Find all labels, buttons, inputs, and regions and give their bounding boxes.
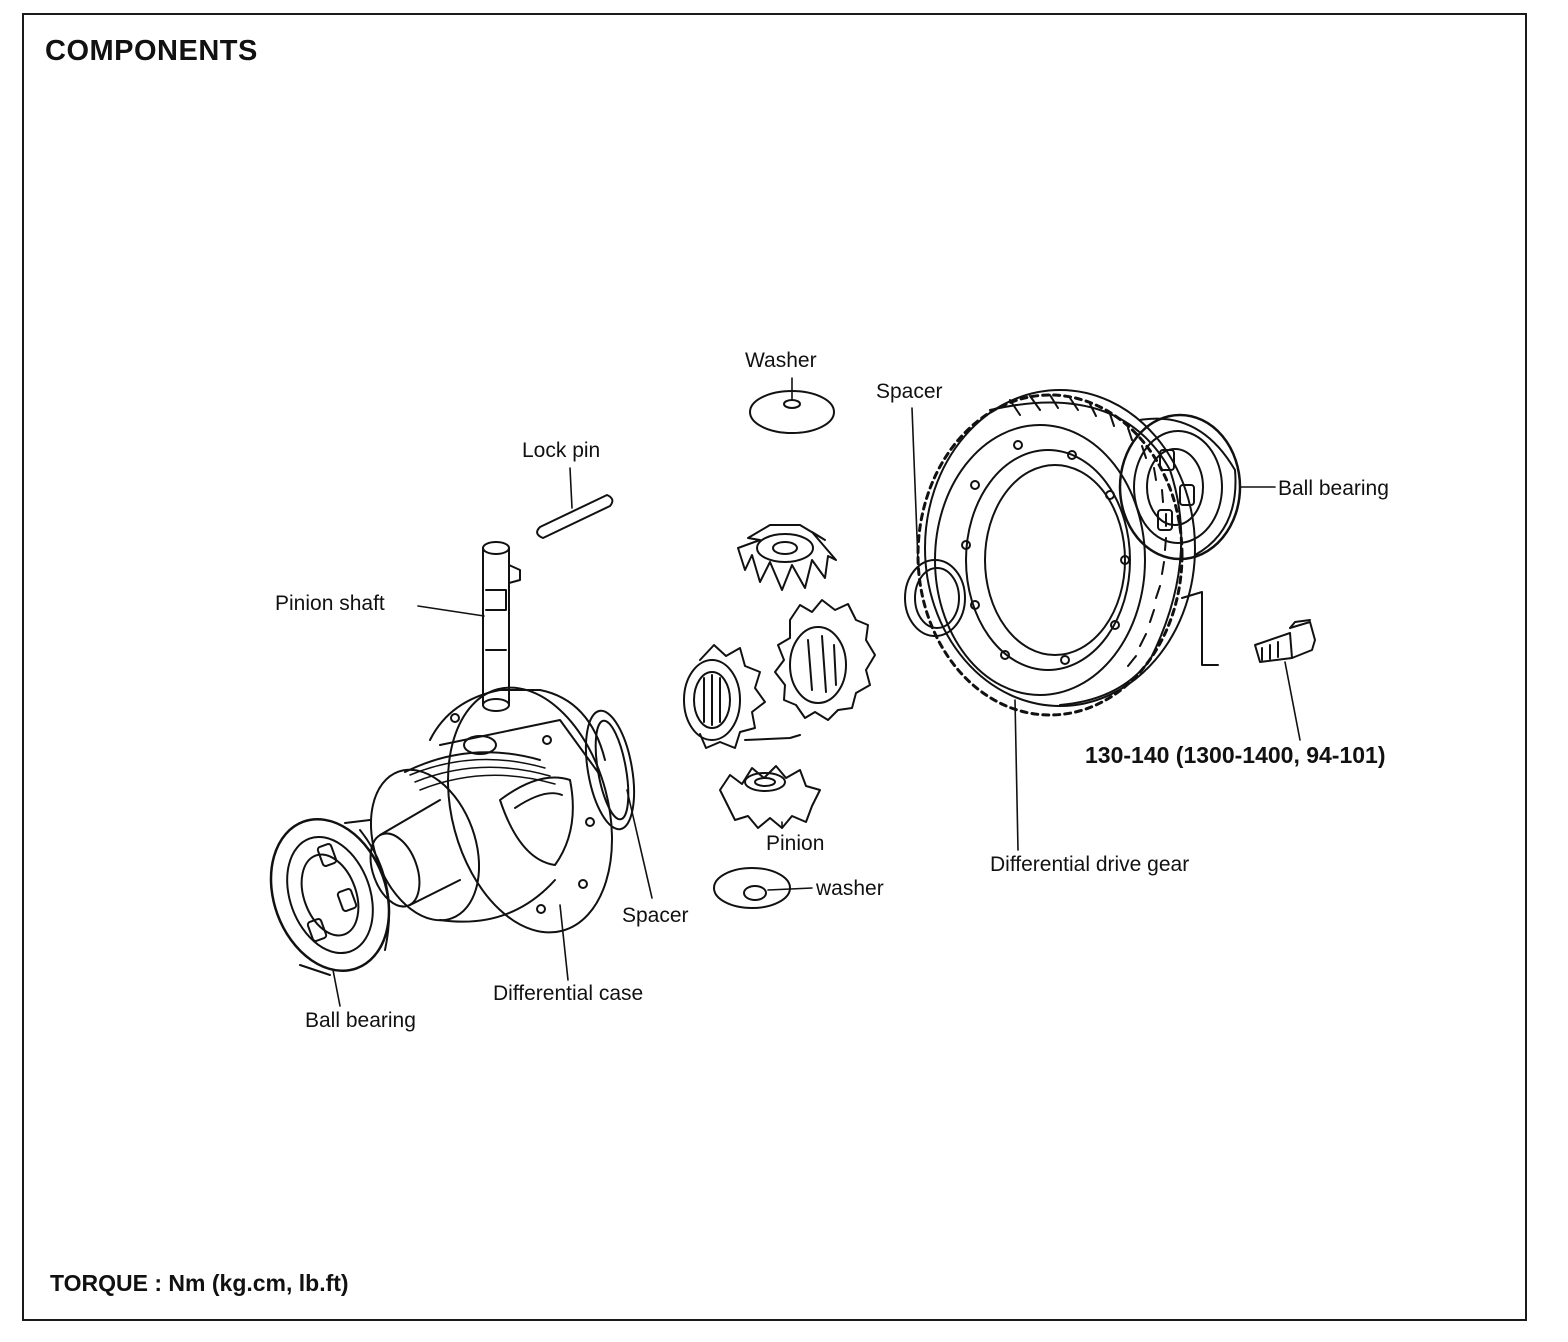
pinion-shaft — [482, 541, 521, 712]
label-spacer-right: Spacer — [876, 380, 943, 403]
washer-bottom — [713, 867, 791, 909]
diagram-frame — [22, 13, 1527, 1321]
pinion-lower — [719, 765, 821, 829]
lock-pin — [536, 494, 614, 539]
label-washer-top: Washer — [745, 349, 817, 372]
label-spacer-left: Spacer — [622, 904, 689, 927]
side-gear-right — [774, 599, 876, 721]
ball-bearing-left — [269, 817, 391, 976]
side-gear-left — [683, 644, 801, 749]
label-bolt-torque: 130-140 (1300-1400, 94-101) — [1085, 742, 1386, 768]
leader-lines — [332, 377, 1301, 1007]
label-ball-bearing-left: Ball bearing — [305, 1009, 416, 1032]
label-differential-drive-gear: Differential drive gear — [990, 853, 1190, 876]
page-title: COMPONENTS — [45, 35, 258, 67]
spacer-left — [584, 709, 636, 831]
label-lock-pin: Lock pin — [522, 439, 601, 462]
label-pinion-shaft: Pinion shaft — [275, 592, 385, 615]
label-washer-bottom: washer — [816, 877, 884, 900]
pinion-upper — [737, 524, 837, 591]
label-differential-case: Differential case — [493, 982, 644, 1005]
differential-drive-gear — [916, 389, 1196, 717]
label-pinion: Pinion — [766, 832, 825, 855]
label-ball-bearing-right: Ball bearing — [1278, 477, 1389, 500]
drive-gear-bolt — [1181, 591, 1316, 666]
torque-units-note: TORQUE : Nm (kg.cm, lb.ft) — [50, 1270, 349, 1296]
